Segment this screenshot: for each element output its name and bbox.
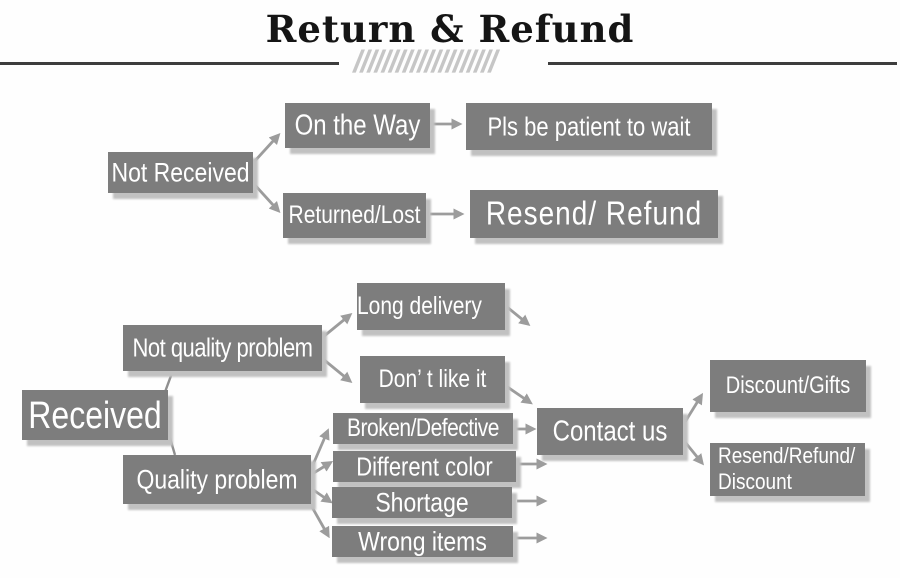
node-label: On the Way — [294, 108, 421, 141]
node-returned-lost: Returned/Lost — [283, 193, 426, 238]
arrow-quality-shortage — [311, 487, 333, 504]
node-label-line1: Resend/Refund/ — [718, 443, 856, 469]
node-label-line2: Discount — [718, 469, 792, 495]
arrow-quality-differentcolor — [311, 461, 334, 476]
node-discount-gifts: Discount/Gifts — [710, 360, 866, 412]
node-label: Received — [28, 393, 162, 436]
node-contact-us: Contact us — [537, 408, 683, 455]
node-label: Not quality problem — [132, 332, 313, 363]
arrow-contactus-discountgifts — [683, 392, 704, 423]
node-label: Long delivery — [357, 292, 482, 320]
node-label: Shortage — [375, 486, 469, 518]
arrow-quality-broken — [310, 428, 330, 468]
node-received: Received — [22, 390, 168, 440]
arrow-notquality-longdelivery — [322, 312, 353, 339]
node-dont-like-it: Don’ t like it — [360, 356, 505, 403]
node-quality-problem: Quality problem — [123, 455, 311, 504]
node-not-received: Not Received — [108, 152, 253, 193]
page-title: Return & Refund — [265, 7, 635, 51]
node-label: Not Received — [111, 156, 250, 188]
node-shortage: Shortage — [332, 487, 512, 518]
node-label: Pls be patient to wait — [487, 111, 691, 141]
node-label: Wrong items — [358, 525, 487, 557]
arrow-notquality-dontlike — [322, 357, 353, 384]
divider-rule-left — [0, 62, 339, 65]
node-label: Don’ t like it — [378, 365, 487, 393]
arrow-longdelivery-out — [506, 305, 531, 327]
node-label: Quality problem — [136, 463, 298, 495]
node-resend-refund: Resend/ Refund — [470, 190, 718, 238]
node-resend-refund-discount: Resend/Refund/ Discount — [710, 443, 865, 496]
node-label: Resend/ Refund — [485, 195, 703, 232]
node-label: Contact us — [552, 414, 668, 447]
node-broken-defective: Broken/Defective — [333, 413, 513, 444]
node-on-the-way: On the Way — [285, 103, 430, 148]
link-received-notquality — [163, 372, 174, 393]
arrow-notreceived-returnedlost — [251, 182, 281, 214]
node-long-delivery: Long delivery — [357, 283, 505, 330]
node-pls-be-patient: Pls be patient to wait — [466, 103, 712, 150]
node-label: Discount/Gifts — [725, 372, 851, 399]
node-label: Returned/Lost — [288, 201, 421, 229]
node-label: Broken/Defective — [347, 414, 499, 442]
arrow-notreceived-ontheway — [251, 132, 281, 164]
node-different-color: Different color — [333, 451, 516, 482]
divider-rule-right — [548, 62, 897, 65]
node-wrong-items: Wrong items — [332, 526, 513, 557]
node-not-quality-problem: Not quality problem — [123, 325, 322, 371]
arrow-dontlike-contactus — [505, 384, 533, 405]
node-label: Different color — [356, 451, 493, 481]
arrow-quality-wrongitems — [310, 506, 330, 539]
arrow-contactus-resendrefunddiscount — [683, 441, 705, 466]
